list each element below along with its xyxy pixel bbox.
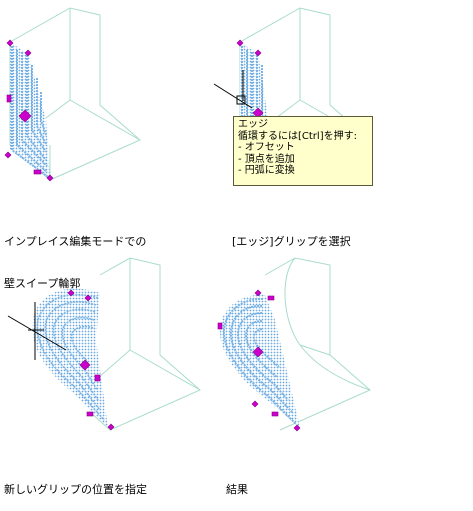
vertex-grip[interactable] [84, 294, 92, 302]
crosshair-cursor [213, 70, 253, 109]
edge-grip[interactable] [33, 169, 42, 175]
caption-step-1-line-2: 壁スイープ輪郭 [4, 277, 81, 290]
wall-box-outline [264, 257, 371, 431]
vertex-grip[interactable] [107, 423, 115, 431]
vertex-grip[interactable] [236, 39, 244, 47]
profile-grip[interactable] [79, 359, 91, 371]
caption-step-1-line-1: インプレイス編集モードでの [4, 235, 147, 248]
profile-grip[interactable] [18, 109, 32, 123]
edge-grip[interactable] [94, 374, 101, 382]
vertex-grip[interactable] [254, 289, 262, 297]
caption-step-3-line-1: 新しいグリップの位置を指定 [4, 483, 147, 496]
edit-grips[interactable] [236, 39, 264, 119]
panel-1-wall-sweep [4, 7, 141, 182]
panel-3-new-grip-position [7, 257, 201, 431]
sweep-profile [32, 288, 109, 428]
sweep-profile [240, 42, 268, 120]
edge-grip[interactable] [217, 322, 223, 330]
caption-step-3: 新しいグリップの位置を指定 [4, 455, 147, 511]
diagram-canvas [4, 7, 371, 432]
edit-grips[interactable] [217, 289, 301, 432]
profile-grip[interactable] [252, 346, 264, 358]
caption-step-1: インプレイス編集モードでの 壁スイープ輪郭 [4, 207, 146, 305]
edge-grip[interactable] [6, 94, 12, 103]
edit-grips[interactable] [4, 39, 54, 182]
tooltip-title: エッジ [238, 119, 268, 130]
sweep-profile [219, 294, 300, 428]
edit-grips[interactable] [67, 289, 115, 431]
panel-4-result [217, 257, 371, 432]
vertex-grip[interactable] [67, 289, 75, 297]
crosshair-cursor [7, 302, 67, 360]
vertex-grip[interactable] [24, 49, 32, 57]
edge-grip[interactable] [267, 295, 275, 301]
edge-grip[interactable] [86, 411, 94, 417]
vertex-grip[interactable] [46, 174, 54, 182]
tooltip-option-add-vertex: - 頂点を追加 [238, 153, 295, 165]
caption-step-2-line-1: [エッジ]グリップを選択 [232, 235, 351, 248]
vertex-grip[interactable] [254, 49, 262, 57]
sweep-profile [10, 42, 50, 178]
vertex-grip[interactable] [6, 39, 14, 47]
caption-step-4: 結果 [226, 455, 248, 511]
pickbox [236, 95, 246, 105]
caption-step-4-line-1: 結果 [226, 483, 248, 496]
edge-grip-tooltip: エッジ 循環するには[Ctrl]を押す: - オフセット - 頂点を追加 - 円… [233, 116, 373, 186]
vertex-grip[interactable] [4, 151, 12, 159]
wall-box-outline [89, 257, 201, 431]
edge-grip[interactable] [271, 411, 279, 417]
caption-step-2: [エッジ]グリップを選択 [232, 207, 351, 263]
tooltip-hint: 循環するには[Ctrl]を押す: [238, 130, 357, 142]
tooltip-option-offset: - オフセット [238, 142, 295, 153]
vertex-grip[interactable] [293, 424, 301, 432]
tooltip-option-convert-arc: - 円弧に変換 [238, 165, 295, 176]
vertex-grip[interactable] [251, 400, 259, 408]
